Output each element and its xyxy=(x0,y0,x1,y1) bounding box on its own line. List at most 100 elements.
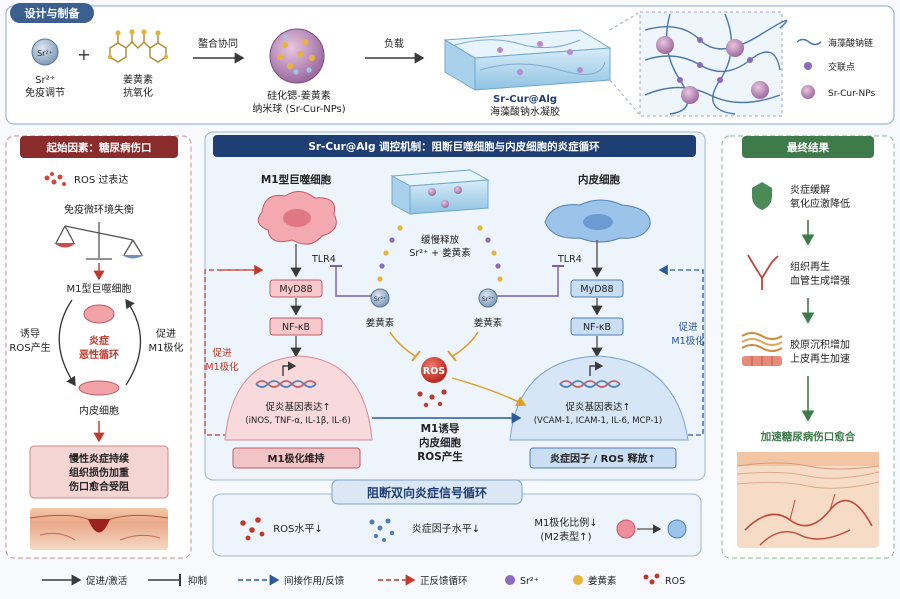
sr-ion-icon xyxy=(31,38,59,66)
ros-dots-icon xyxy=(44,172,66,186)
load-label: 负载 xyxy=(384,37,404,50)
block-ros-icon xyxy=(240,517,265,541)
left-result-1: 慢性炎症持续 xyxy=(69,452,129,465)
np-label-2: 纳米球 (Sr-Cur-NPs) xyxy=(252,102,345,115)
left-transcription-icon xyxy=(282,361,297,376)
left-title: 起始因素：糖尿病伤口 xyxy=(46,141,152,154)
left-vicious-1: 炎症 xyxy=(89,334,109,347)
left-induce-2: ROS产生 xyxy=(9,341,50,354)
sr-inhibit-tlr4-left xyxy=(335,266,371,297)
ros-center-icon xyxy=(421,357,447,383)
left-dna-icon xyxy=(255,380,317,388)
final-result: 加速糖尿病伤口愈合 xyxy=(760,430,856,443)
scale-pan-right xyxy=(122,255,144,259)
chelation-label: 螯合协同 xyxy=(198,37,238,50)
mid-1: M1诱导 xyxy=(421,422,460,435)
r2-2: 血管生成增强 xyxy=(790,274,850,287)
cur-label-1: 姜黄素 xyxy=(123,73,153,86)
left-result-2: 组织损伤加重 xyxy=(69,466,129,479)
left-endo-label: 内皮细胞 xyxy=(79,404,119,417)
legend-sr: Sr²⁺ xyxy=(520,576,539,587)
shield-icon xyxy=(752,182,772,210)
scale-pan-left xyxy=(54,243,76,248)
cycle-arrow-left xyxy=(58,299,76,387)
right-dna-icon xyxy=(559,380,621,388)
legend-ros-icon xyxy=(643,573,660,585)
sr-right-icon xyxy=(478,288,498,308)
legend-cross-icon xyxy=(804,62,812,70)
m1-phenotype-icon xyxy=(616,519,636,539)
block-title: 阻断双向炎症信号循环 xyxy=(367,485,487,500)
sr-left: Sr²⁺ xyxy=(374,295,387,303)
left-m1-label: M1型巨噬细胞 xyxy=(67,282,132,295)
cur-inhibit-ros-right xyxy=(452,331,479,357)
healed-skin-image xyxy=(736,452,880,548)
slow-release-1: 缓慢释放 xyxy=(421,234,460,246)
myd88-left-box xyxy=(269,279,323,298)
nfkb-right: NF-κB xyxy=(583,322,611,333)
side-left-1: 促进 xyxy=(212,347,232,359)
block-title-box xyxy=(331,479,523,505)
sr-ion-symbol: Sr²⁺ xyxy=(37,49,53,58)
sr-label-2: 免疫调节 xyxy=(25,86,65,99)
cur-left: 姜黄素 xyxy=(366,317,395,329)
left-ros-label: ROS 过表达 xyxy=(74,173,128,186)
left-induce-1: 诱导 xyxy=(20,327,40,340)
left-result-3: 伤口愈合受阻 xyxy=(68,480,129,493)
left-m1-cell-icon xyxy=(83,304,115,324)
m1-cell-label: M1型巨噬细胞 xyxy=(261,173,332,186)
r3-1: 胶原沉积增加 xyxy=(790,338,850,351)
center-title: Sr-Cur@Alg 调控机制：阻断巨噬细胞与内皮细胞的炎症循环 xyxy=(308,140,600,153)
left-vicious-2: 恶性循环 xyxy=(79,348,119,361)
nfkb-right-box xyxy=(570,317,624,336)
network-crosslinks xyxy=(677,37,753,83)
plus-sign: + xyxy=(77,45,90,64)
cytokine-release-box xyxy=(529,447,677,469)
right-title-bar xyxy=(742,136,874,158)
zoom-line-bottom xyxy=(609,79,641,116)
nanosphere-icon xyxy=(269,28,325,84)
cur-inhibit-bar-right xyxy=(447,350,457,362)
legend-inhibit: 抑制 xyxy=(188,575,207,587)
wound-tissue-image xyxy=(29,508,169,550)
center-hydrogel-icon xyxy=(390,169,490,215)
sr-inhibit-tlr4-right xyxy=(497,266,559,297)
legend-cur-icon xyxy=(573,575,583,585)
tlr4-right: TLR4 xyxy=(557,254,582,265)
balance-scale-icon xyxy=(55,222,143,260)
vessel-icon xyxy=(747,254,779,290)
network-nanoparticles xyxy=(656,36,769,104)
m1-nucleus xyxy=(283,209,311,227)
ros-dots-center xyxy=(417,389,447,408)
block-ros: ROS水平↓ xyxy=(273,523,323,535)
center-title-bar xyxy=(213,135,696,157)
gene-left-2: (iNOS, TNF-α, IL-1β, IL-6) xyxy=(245,416,350,426)
design-tag-label: 设计与制备 xyxy=(25,6,81,20)
left-immune-label: 免疫微环境失衡 xyxy=(64,203,134,216)
cur-label-2: 抗氧化 xyxy=(123,86,153,99)
feedback-left-loop xyxy=(204,269,262,436)
legend-cur: 姜黄素 xyxy=(588,575,617,587)
block-cyto-icon xyxy=(369,518,395,542)
cur-inhibit-bar-left xyxy=(411,350,421,362)
legend-feedback: 正反馈循环 xyxy=(420,575,468,587)
left-promote-1: 促进 xyxy=(156,327,176,340)
r2-1: 组织再生 xyxy=(790,260,830,273)
right-title: 最终结果 xyxy=(787,141,829,154)
np-label-1: 硅化锶-姜黄素 xyxy=(267,89,331,102)
legend-indirect: 间接作用/反馈 xyxy=(284,575,345,587)
r3-2: 上皮再生加速 xyxy=(790,352,850,365)
legend-ros: ROS xyxy=(665,576,685,587)
gene-right-2: (VCAM-1, ICAM-1, IL-6, MCP-1) xyxy=(534,416,663,426)
sr-left-icon xyxy=(370,288,390,308)
r1-1: 炎症缓解 xyxy=(790,183,830,196)
cur-inhibit-ros-left xyxy=(389,331,416,357)
mid-2: 内皮细胞 xyxy=(419,436,461,449)
legend-sr-icon xyxy=(505,575,515,585)
legend-np-label: Sr-Cur-NPs xyxy=(828,89,875,99)
m1-maintain: M1极化维持 xyxy=(268,452,325,465)
right-dna-strand xyxy=(559,380,621,388)
endo-cell-label: 内皮细胞 xyxy=(578,173,620,186)
left-result-box xyxy=(29,445,169,499)
